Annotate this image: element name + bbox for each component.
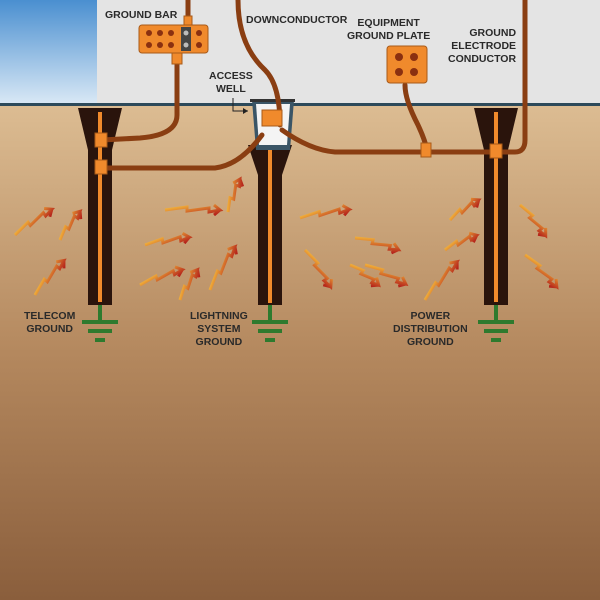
bolt-icon — [423, 259, 460, 301]
bolt-icon — [299, 204, 353, 220]
bolt-icon — [144, 232, 193, 247]
ground-line — [0, 103, 600, 106]
bolt-icon — [164, 203, 224, 217]
lightning-ground-rod — [248, 125, 292, 305]
bolt-icon — [226, 176, 245, 213]
bolt-icon — [524, 253, 559, 290]
bolt-icon — [364, 263, 409, 288]
ground-bar — [138, 24, 209, 54]
current-dissipation-bolts — [13, 176, 559, 301]
bolt-icon — [13, 207, 56, 237]
bolt-icon — [444, 231, 480, 252]
bolt-icon — [33, 258, 67, 296]
ground-symbols — [82, 305, 514, 342]
bolt-icon — [178, 267, 201, 301]
bolt-icon — [139, 265, 186, 287]
label-downconductor: DOWNCONDUCTOR — [246, 14, 348, 26]
bolt-icon — [58, 209, 83, 241]
bolt-icon — [354, 236, 402, 255]
bolt-icon — [208, 244, 238, 291]
ground-electrode-conductor-wire — [279, 0, 528, 155]
bolt-icon — [349, 263, 381, 288]
telecom-ground-rod — [78, 108, 122, 305]
bolt-icon — [448, 197, 482, 222]
bonding-wire-left — [99, 132, 265, 171]
downconductor-wire — [235, 0, 283, 128]
ground-bar-wire — [99, 59, 180, 143]
equipment-ground-plate — [386, 45, 428, 84]
label-ground-bar: GROUND BAR — [105, 9, 178, 21]
bolt-icon — [519, 203, 548, 239]
power-ground-rod — [474, 108, 518, 305]
bolt-icon — [303, 248, 333, 291]
